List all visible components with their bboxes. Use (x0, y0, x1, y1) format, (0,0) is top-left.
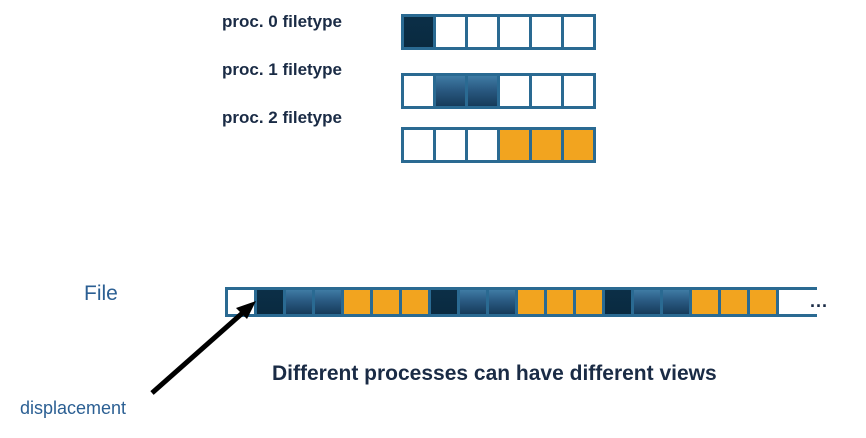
file-cell-orange (692, 290, 718, 314)
file-cell-mid (460, 290, 486, 314)
proc-0-filetype-label: proc. 0 filetype (222, 12, 342, 31)
proc-2-filetype-cell-orange (564, 130, 593, 160)
file-cell-dark (431, 290, 457, 314)
file-cell-empty (779, 290, 817, 314)
proc-1-filetype-cell-empty (500, 76, 529, 106)
proc-0-filetype-cell-empty (564, 17, 593, 47)
proc-1-filetype-cell-empty (564, 76, 593, 106)
file-cell-dark (605, 290, 631, 314)
proc-2-filetype-cell-orange (532, 130, 561, 160)
file-cell-orange (547, 290, 573, 314)
file-cell-orange (344, 290, 370, 314)
file-cell-mid (286, 290, 312, 314)
proc-2-filetype-cell-orange (500, 130, 529, 160)
proc-0-filetype-strip (401, 14, 596, 50)
proc-1-filetype-label: proc. 1 filetype (222, 60, 342, 79)
file-cell-orange (402, 290, 428, 314)
file-cell-orange (373, 290, 399, 314)
proc-1-filetype-strip (401, 73, 596, 109)
proc-0-filetype-cell-empty (468, 17, 497, 47)
file-cell-empty (228, 290, 254, 314)
proc-1-filetype-cell-mid (436, 76, 465, 106)
proc-2-filetype-cell-empty (436, 130, 465, 160)
proc-0-filetype-cell-empty (532, 17, 561, 47)
file-cell-dark (257, 290, 283, 314)
file-cell-orange (576, 290, 602, 314)
file-ellipsis: ... (810, 291, 829, 311)
file-strip (225, 287, 817, 317)
proc-2-filetype-label: proc. 2 filetype (222, 108, 342, 127)
proc-0-filetype-cell-dark (404, 17, 433, 47)
file-cell-mid (634, 290, 660, 314)
proc-1-filetype-cell-empty (404, 76, 433, 106)
file-cell-orange (518, 290, 544, 314)
file-cell-orange (750, 290, 776, 314)
proc-2-filetype-cell-empty (468, 130, 497, 160)
file-cell-orange (721, 290, 747, 314)
proc-1-filetype-cell-empty (532, 76, 561, 106)
file-label: File (84, 282, 118, 305)
file-cell-mid (489, 290, 515, 314)
proc-2-filetype-cell-empty (404, 130, 433, 160)
proc-1-filetype-cell-mid (468, 76, 497, 106)
proc-0-filetype-cell-empty (500, 17, 529, 47)
file-cell-mid (663, 290, 689, 314)
proc-2-filetype-strip (401, 127, 596, 163)
views-caption: Different processes can have different v… (272, 362, 717, 385)
displacement-label: displacement (20, 398, 127, 418)
displacement-arrow-line (150, 307, 249, 395)
proc-0-filetype-cell-empty (436, 17, 465, 47)
file-cell-mid (315, 290, 341, 314)
